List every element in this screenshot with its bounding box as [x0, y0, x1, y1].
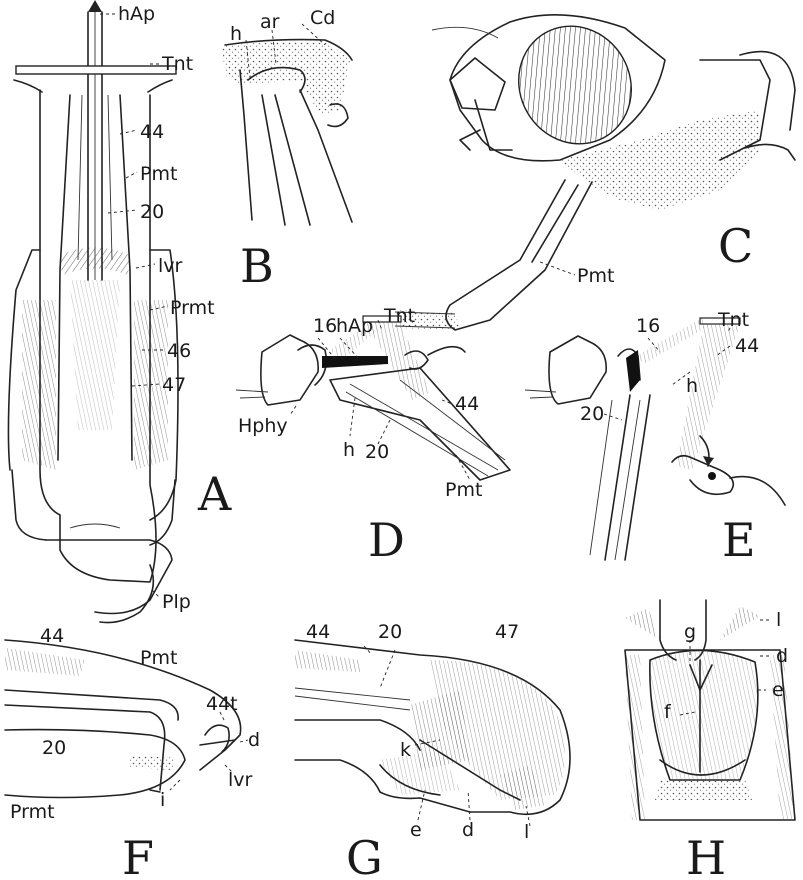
panel-f: 44 Pmt 44t d 20 Prmt i lvr F	[5, 625, 260, 880]
panel-letter-d: D	[368, 513, 405, 567]
label-g-l: l	[524, 821, 529, 843]
label-g-d: d	[462, 819, 474, 841]
label-a-pmt: Pmt	[140, 163, 177, 185]
label-g-e: e	[410, 819, 422, 841]
label-b-cd: Cd	[310, 7, 335, 29]
label-a-tnt: Tnt	[161, 53, 193, 75]
label-d-20: 20	[365, 441, 389, 463]
label-g-44: 44	[306, 621, 330, 643]
label-a-lvr: lvr	[158, 255, 183, 277]
label-g-47: 47	[495, 621, 519, 643]
label-a-plp: Plp	[162, 591, 191, 613]
label-d-tnt: Tnt	[383, 305, 415, 327]
label-e-tnt: Tnt	[717, 309, 749, 331]
label-a-hap: hAp	[118, 3, 155, 25]
label-f-44t: 44t	[206, 693, 238, 715]
label-b-h: h	[230, 23, 242, 45]
label-h-d: d	[776, 645, 788, 667]
label-f-pmt: Pmt	[140, 647, 177, 669]
panel-h: l g d e f H	[625, 600, 795, 880]
label-a-44: 44	[140, 121, 164, 143]
panel-e: 16 Tnt h 44 20 E	[525, 309, 785, 567]
label-g-k: k	[400, 739, 411, 761]
panel-letter-h: H	[686, 831, 726, 880]
panel-g: 44 20 47 k e d l G	[295, 621, 570, 880]
label-a-prmt: Prmt	[170, 297, 215, 319]
label-h-l: l	[776, 609, 781, 631]
label-d-16: 16	[313, 315, 337, 337]
label-e-h: h	[686, 375, 698, 397]
label-f-44: 44	[40, 625, 64, 647]
panel-a: hAp Tnt 44 Pmt 20 lvr Prmt 46 47 Plp A	[8, 0, 232, 623]
label-d-pmt: Pmt	[445, 479, 482, 501]
label-f-d: d	[248, 729, 260, 751]
panel-d: 16 hAp Tnt Hphy h 44 20 Pmt D	[236, 305, 510, 567]
label-d-hphy: Hphy	[238, 415, 288, 437]
panel-letter-e: E	[722, 513, 756, 567]
panel-b: h ar Cd B	[222, 7, 352, 293]
panel-letter-b: B	[240, 239, 274, 293]
label-f-lvr: lvr	[228, 769, 253, 791]
label-a-20: 20	[140, 201, 164, 223]
label-d-hap: hAp	[336, 315, 373, 337]
label-h-e: e	[772, 679, 784, 701]
label-b-ar: ar	[260, 11, 280, 33]
label-f-i: i	[160, 789, 165, 811]
label-e-20: 20	[580, 403, 604, 425]
panel-letter-f: F	[122, 831, 154, 880]
label-d-h: h	[343, 439, 355, 461]
label-a-46: 46	[167, 340, 191, 362]
label-c-pmt: Pmt	[577, 265, 614, 287]
label-e-16: 16	[636, 315, 660, 337]
label-h-g: g	[684, 621, 696, 643]
label-f-20: 20	[42, 737, 66, 759]
label-g-20: 20	[378, 621, 402, 643]
panel-letter-c: C	[718, 219, 753, 273]
label-f-prmt: Prmt	[10, 801, 55, 823]
panel-letter-g: G	[346, 831, 383, 880]
panel-c: Pmt C	[395, 6, 795, 330]
label-e-44: 44	[735, 335, 759, 357]
panel-letter-a: A	[197, 467, 232, 521]
label-a-47: 47	[162, 374, 186, 396]
label-d-44: 44	[455, 393, 479, 415]
